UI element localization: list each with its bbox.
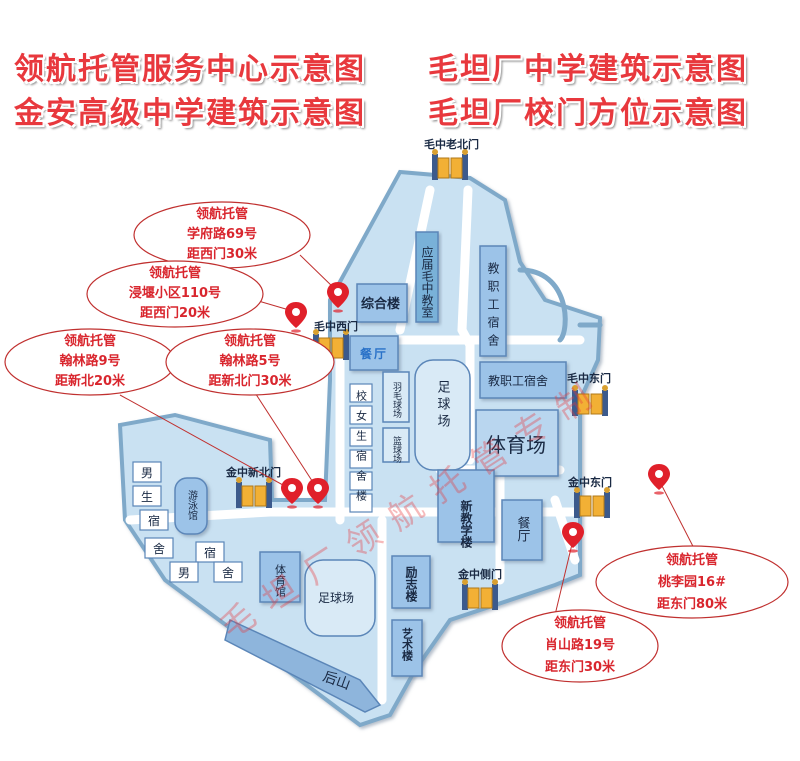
- location-pin-icon: [648, 464, 670, 495]
- building-jiaozhi-vertical: [479, 245, 507, 357]
- location-pin-icon: [285, 302, 307, 333]
- label-canteen-west-2: 厅: [374, 347, 386, 361]
- dorm-block: [213, 561, 243, 583]
- gate-label-mao-old-north: 毛中老北门: [424, 137, 479, 151]
- label-swimming: 游泳馆: [186, 489, 198, 521]
- field-football-south: [304, 559, 376, 637]
- callout-bubble: [501, 609, 659, 683]
- girls-dorm-6: [349, 493, 373, 513]
- callout-6-address: 桃李园16#: [658, 574, 726, 590]
- court-badminton: [382, 371, 410, 423]
- callout-1-address: 学府路69号: [187, 226, 257, 242]
- label-yishu: 艺术楼: [401, 627, 415, 662]
- building-swimming: [174, 477, 208, 535]
- title-gate-directions: 毛坦厂校门方位示意图: [428, 96, 748, 131]
- callout-bubble: [165, 328, 335, 396]
- gate-label-jin-side: 金中侧门: [457, 567, 502, 581]
- dorm-block: [195, 541, 225, 563]
- label-new-teaching: 新教学楼: [459, 499, 473, 549]
- callout-4-distance: 距新北门30米: [208, 373, 292, 389]
- dorm-block: [132, 461, 162, 483]
- dorm-block: [144, 537, 174, 559]
- label-dorm-4: 舍: [153, 541, 165, 556]
- callout-6-distance: 距东门80米: [657, 596, 728, 612]
- leader-line: [554, 539, 574, 616]
- court-basketball: [382, 427, 410, 463]
- leader-line: [119, 394, 293, 491]
- callout-1-name: 领航托管: [196, 206, 248, 222]
- label-canteen-west-1: 餐: [360, 346, 373, 361]
- callout-4-name: 领航托管: [224, 333, 276, 349]
- label-dorm-6: 男: [178, 566, 190, 580]
- leader-line: [299, 254, 337, 291]
- callout-1-distance: 距西门30米: [187, 246, 258, 262]
- label-gym-south: 体育馆: [274, 563, 287, 598]
- building-yishu: [391, 619, 423, 677]
- girls-dorm-5: [349, 471, 373, 491]
- label-lizhi: 励志楼: [404, 566, 418, 603]
- callout-bubble: [86, 260, 264, 328]
- label-dorm-2: 生: [141, 490, 153, 504]
- building-canteen-west: [349, 335, 399, 371]
- building-tiyuchang: [475, 409, 559, 477]
- gate-label-mao-east: 毛中东门: [567, 371, 611, 385]
- girls-dorm-3: [349, 427, 373, 447]
- dorm-block: [132, 485, 162, 507]
- gate-label-jin-new-north: 金中新北门: [225, 465, 281, 479]
- callout-bubble: [595, 545, 789, 619]
- callout-5-distance: 距东门30米: [545, 659, 616, 675]
- label-jiaozhi-horizontal: 教职工宿舍: [488, 373, 548, 388]
- title-jinan-buildings: 金安高级中学建筑示意图: [14, 96, 366, 131]
- label-dorm-7: 舍: [222, 565, 234, 580]
- girls-dorm-1: [349, 383, 373, 403]
- gate-label-mao-west: 毛中西门: [314, 319, 358, 333]
- building-yingjie: [415, 231, 439, 323]
- label-badminton: 羽毛球场: [391, 382, 402, 419]
- label-girls-dorm: 校女生宿舍楼: [355, 389, 368, 510]
- girls-dorm-2: [349, 405, 373, 425]
- callout-2-name: 领航托管: [149, 265, 201, 281]
- callout-6-name: 领航托管: [666, 552, 718, 568]
- dorm-block: [139, 509, 169, 531]
- title-maozhong-buildings: 毛坦厂中学建筑示意图: [428, 52, 748, 87]
- callout-2-distance: 距西门20米: [140, 305, 211, 321]
- building-jiaozhi-horizontal: [479, 361, 567, 399]
- building-gym-south: [259, 551, 301, 603]
- label-basketball: 篮球场: [391, 435, 402, 464]
- leader-line: [249, 384, 319, 491]
- building-lizhi: [391, 555, 431, 609]
- building-canteen-east: [501, 499, 543, 561]
- label-dorm-3: 宿: [148, 513, 160, 528]
- title-tuoguan: 领航托管服务中心示意图: [14, 52, 366, 87]
- callout-4-address: 翰林路5号: [219, 353, 280, 369]
- hill-houshan: [224, 618, 382, 713]
- label-tiyuchang: 体育场: [486, 433, 546, 457]
- girls-dorm-4: [349, 449, 373, 469]
- label-zonghe: 综合楼: [361, 296, 400, 312]
- label-football-north: 足球场: [435, 380, 451, 431]
- label-football-south: 足球场: [318, 591, 354, 605]
- gate-label-jin-east: 金中东门: [567, 475, 612, 489]
- label-dorm-1: 男: [141, 466, 153, 480]
- dorm-block: [169, 561, 199, 583]
- building-zonghe: [356, 283, 408, 323]
- building-new-teaching: [437, 469, 495, 543]
- label-canteen-east: 餐厅: [515, 515, 531, 542]
- label-yingjie: 应届毛中教室: [420, 245, 434, 318]
- callout-2-address: 浸堰小区110号: [129, 285, 221, 301]
- callout-3-name: 领航托管: [64, 333, 116, 349]
- callout-3-distance: 距新北20米: [55, 373, 126, 389]
- callout-5-name: 领航托管: [554, 615, 606, 631]
- label-dorm-5: 宿: [204, 545, 216, 560]
- label-jiaozhi-vertical: 教职工宿舍: [486, 261, 500, 352]
- callout-3-address: 翰林路9号: [59, 353, 120, 369]
- callout-5-address: 肖山路19号: [545, 637, 615, 653]
